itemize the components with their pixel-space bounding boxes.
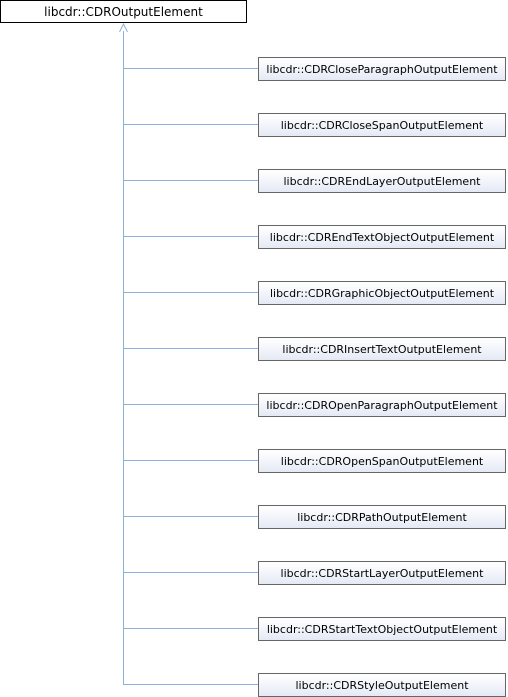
derived-class-node[interactable]: libcdr::CDROpenSpanOutputElement: [258, 449, 506, 473]
derived-class-node[interactable]: libcdr::CDRInsertTextOutputElement: [258, 337, 506, 361]
derived-class-node[interactable]: libcdr::CDREndLayerOutputElement: [258, 169, 506, 193]
derived-class-label: libcdr::CDRStyleOutputElement: [295, 678, 469, 692]
derived-class-label: libcdr::CDREndTextObjectOutputElement: [269, 230, 495, 244]
derived-class-label: libcdr::CDROpenParagraphOutputElement: [266, 398, 498, 412]
base-class-node[interactable]: libcdr::CDROutputElement: [0, 0, 247, 23]
derived-class-label: libcdr::CDRGraphicObjectOutputElement: [269, 286, 495, 300]
derived-class-node[interactable]: libcdr::CDRStartTextObjectOutputElement: [258, 617, 506, 641]
derived-class-label: libcdr::CDRStartTextObjectOutputElement: [266, 622, 498, 636]
derived-class-node[interactable]: libcdr::CDROpenParagraphOutputElement: [258, 393, 506, 417]
derived-class-node[interactable]: libcdr::CDRCloseParagraphOutputElement: [258, 57, 506, 81]
derived-class-node[interactable]: libcdr::CDREndTextObjectOutputElement: [258, 225, 506, 249]
derived-class-node[interactable]: libcdr::CDRStartLayerOutputElement: [258, 561, 506, 585]
base-class-label: libcdr::CDROutputElement: [44, 4, 203, 19]
derived-class-node[interactable]: libcdr::CDRStyleOutputElement: [258, 673, 506, 697]
derived-class-node[interactable]: libcdr::CDRPathOutputElement: [258, 505, 506, 529]
derived-class-node[interactable]: libcdr::CDRCloseSpanOutputElement: [258, 113, 506, 137]
inheritance-arrowhead: [119, 22, 128, 33]
derived-class-label: libcdr::CDRCloseParagraphOutputElement: [266, 62, 498, 76]
derived-class-label: libcdr::CDRInsertTextOutputElement: [282, 342, 482, 356]
derived-class-node[interactable]: libcdr::CDRGraphicObjectOutputElement: [258, 281, 506, 305]
derived-class-label: libcdr::CDROpenSpanOutputElement: [280, 454, 484, 468]
derived-class-label: libcdr::CDREndLayerOutputElement: [283, 174, 481, 188]
derived-class-label: libcdr::CDRPathOutputElement: [297, 510, 467, 524]
derived-class-label: libcdr::CDRCloseSpanOutputElement: [280, 118, 484, 132]
derived-class-label: libcdr::CDRStartLayerOutputElement: [280, 566, 484, 580]
